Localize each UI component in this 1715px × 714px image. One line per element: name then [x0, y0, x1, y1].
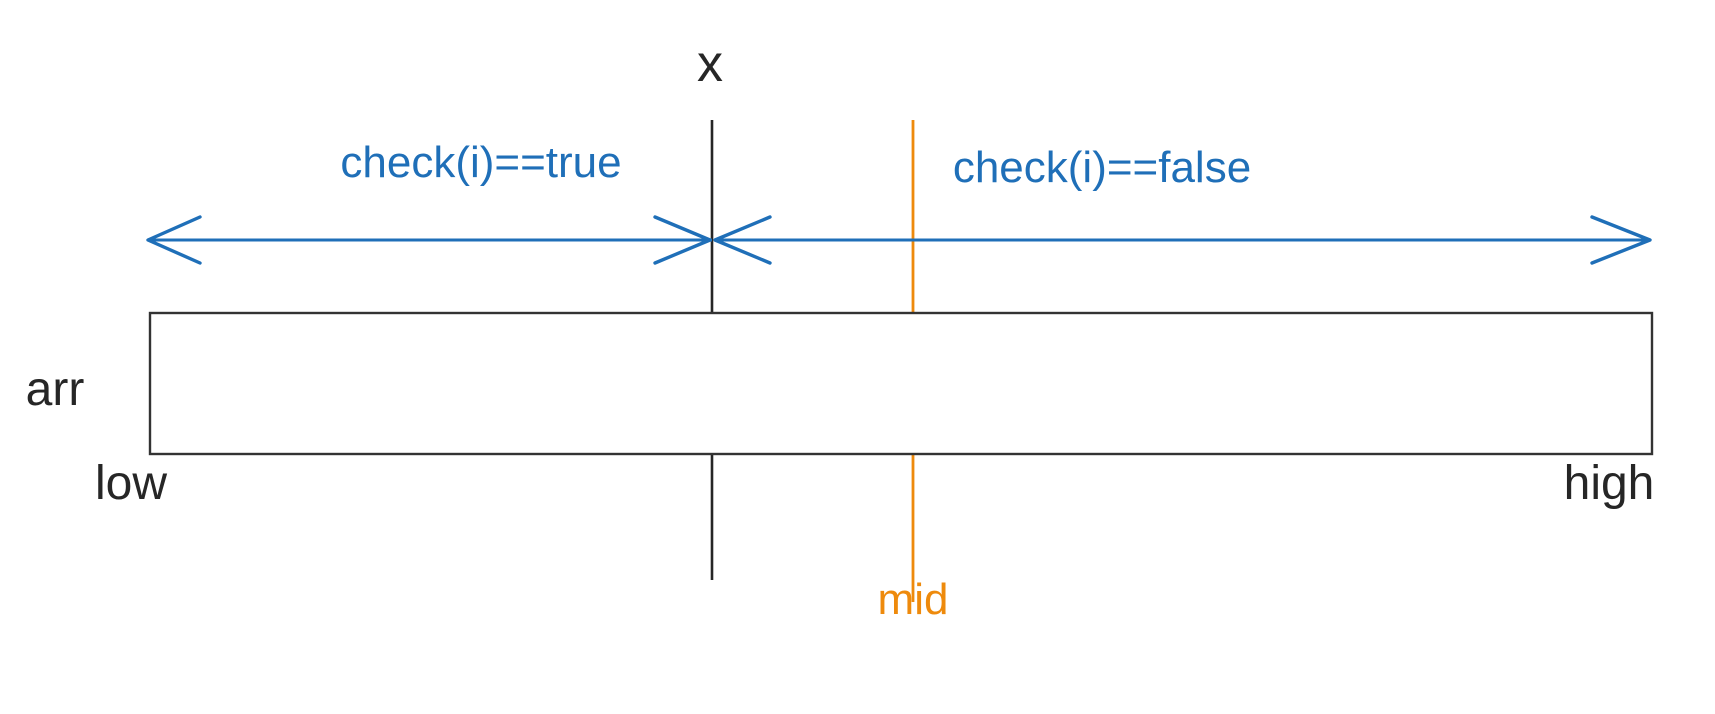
false-region-arrow [713, 215, 1652, 265]
mid-label: mid [877, 575, 949, 624]
array-box [148, 311, 1654, 456]
array-label: arr [25, 363, 85, 416]
predicate-false-label: check(i)==false [952, 143, 1252, 192]
true-region-arrow [146, 215, 712, 265]
boundary-label-x: x [697, 35, 723, 93]
predicate-true-label: check(i)==true [340, 138, 622, 187]
high-bound-label: high [1563, 457, 1655, 510]
low-bound-label: low [94, 457, 168, 510]
